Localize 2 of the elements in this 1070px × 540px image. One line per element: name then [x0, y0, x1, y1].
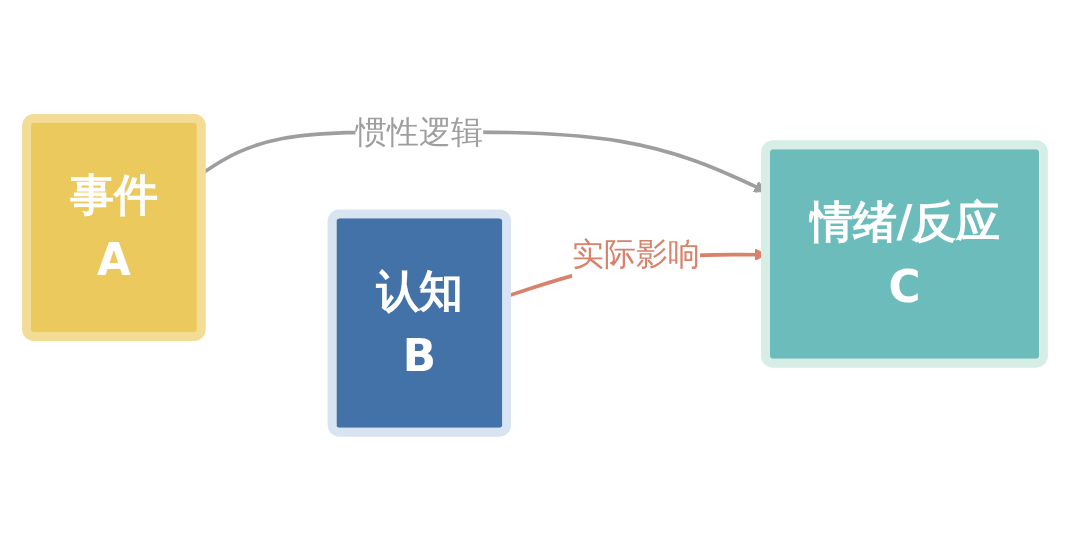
edge-label: 实际影响: [572, 235, 701, 273]
edge-label: 惯性逻辑: [355, 113, 484, 150]
